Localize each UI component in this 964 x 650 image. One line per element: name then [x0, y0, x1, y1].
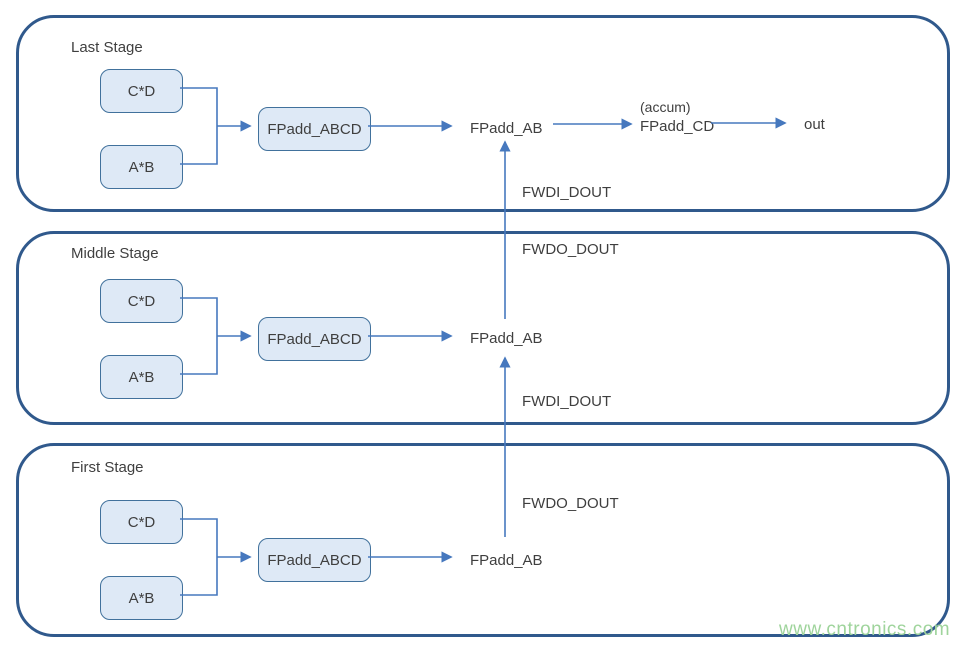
node-first-fpadd-abcd: FPadd_ABCD	[258, 538, 371, 582]
wire-label-fwdo-first: FWDO_DOUT	[522, 495, 619, 512]
stage-last-title: Last Stage	[71, 39, 143, 56]
stage-first-title: First Stage	[71, 459, 144, 476]
node-middle-fpadd-ab: FPadd_AB	[470, 330, 543, 347]
node-last-fpadd-cd: FPadd_CD	[640, 118, 715, 135]
node-middle-fpadd-abcd: FPadd_ABCD	[258, 317, 371, 361]
wire-label-fwdi-middle: FWDI_DOUT	[522, 393, 612, 410]
stage-middle: Middle Stage FWDO_DOUT C*D A*B FPadd_ABC…	[16, 231, 950, 425]
stage-middle-title: Middle Stage	[71, 245, 159, 262]
node-first-cd: C*D	[100, 500, 183, 544]
node-last-ab: A*B	[100, 145, 183, 189]
watermark-text: www.cntronics.com	[779, 619, 951, 640]
node-first-fpadd-ab: FPadd_AB	[470, 552, 543, 569]
output-label: out	[804, 116, 825, 133]
wire-label-fwdo-middle: FWDO_DOUT	[522, 241, 619, 258]
node-last-fpadd-abcd: FPadd_ABCD	[258, 107, 371, 151]
node-first-ab: A*B	[100, 576, 183, 620]
accum-note: (accum)	[640, 99, 691, 115]
node-middle-ab: A*B	[100, 355, 183, 399]
stage-last: Last Stage C*D A*B FPadd_ABCD FPadd_AB (…	[16, 15, 950, 212]
stage-first: First Stage FWDO_DOUT C*D A*B FPadd_ABCD…	[16, 443, 950, 637]
node-last-cd: C*D	[100, 69, 183, 113]
node-last-fpadd-ab: FPadd_AB	[470, 120, 543, 137]
node-middle-cd: C*D	[100, 279, 183, 323]
wire-label-fwdi-last: FWDI_DOUT	[522, 184, 612, 201]
